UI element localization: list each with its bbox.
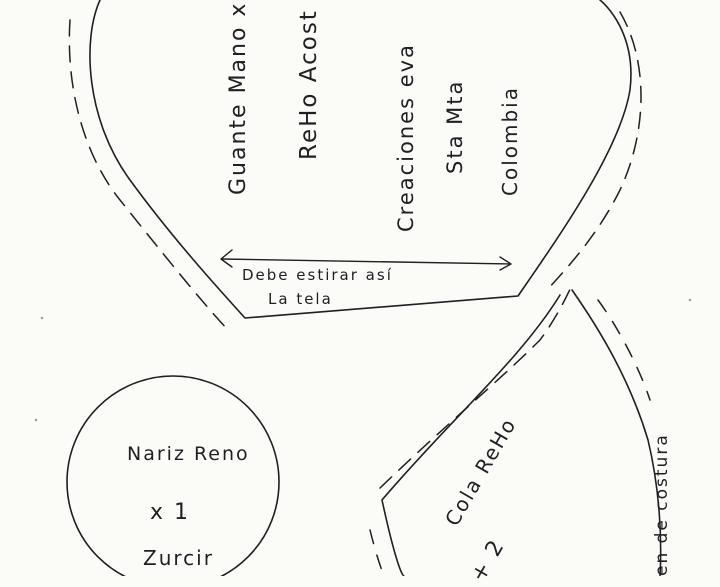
grain-arrow-left-head	[220, 249, 233, 268]
nose-label: Nariz Reno	[127, 443, 250, 465]
glove-country: Colombia	[498, 86, 522, 196]
glove-seam-allowance-right	[544, 11, 642, 293]
glove-brand: Creaciones eva	[394, 43, 418, 232]
grain-note-line1: Debe estirar así	[242, 266, 393, 284]
grain-arrow-line	[221, 258, 511, 265]
paper-speck	[688, 298, 692, 302]
glove-city: Sta Mta	[443, 79, 467, 174]
tail-seam-allowance-inner	[379, 284, 573, 489]
grain-note-line2: La tela	[268, 290, 333, 308]
glove-title: Guante Mano x	[226, 2, 251, 195]
nose-quantity: x 1	[150, 500, 191, 525]
tail-seam-note: en de costura	[652, 433, 672, 576]
tail-seam-allowance-bottom	[369, 529, 385, 576]
paper-speck	[40, 316, 44, 320]
nose-instruction: Zurcir	[143, 546, 214, 570]
glove-subtitle: ReHo Acost	[296, 9, 322, 160]
paper-speck	[34, 418, 38, 422]
grain-arrow-right-head	[499, 256, 512, 271]
tail-seam-allowance-outer	[597, 299, 651, 401]
glove-title-tail: x	[226, 1, 251, 17]
nose-piece-outline	[66, 375, 280, 576]
glove-title-text: Guante Mano	[226, 25, 251, 195]
tail-piece-outline	[381, 289, 662, 576]
glove-piece-outline	[89, 0, 632, 319]
glove-seam-allowance-left	[68, 19, 229, 331]
